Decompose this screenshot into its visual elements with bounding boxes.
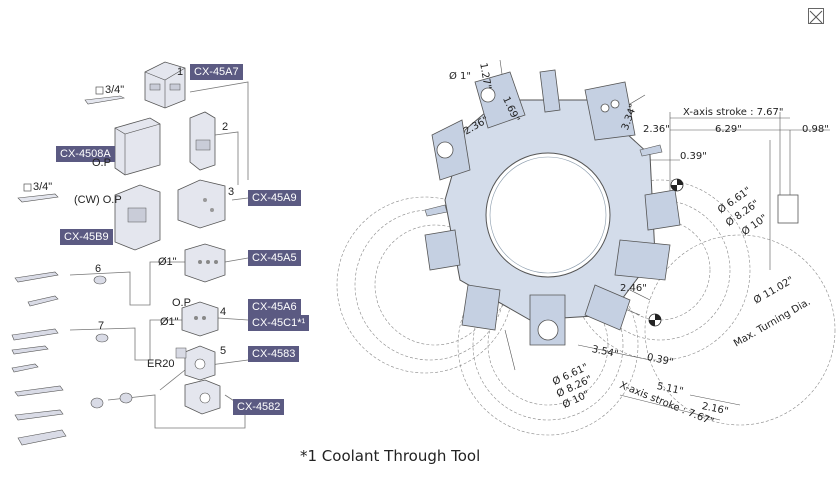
- drill-tools: [11, 271, 133, 446]
- dim-2-46: 2.46": [620, 283, 647, 294]
- part-number-5: 5: [220, 345, 227, 357]
- close-icon[interactable]: [808, 8, 824, 24]
- holder-part-3: [114, 179, 226, 251]
- center-marks: [648, 178, 684, 327]
- dim-0-39-a: 0.39": [680, 151, 707, 162]
- dimension-lines: [469, 59, 830, 421]
- square-tool-bit-top: [84, 86, 125, 105]
- op-label-1: O.P: [92, 157, 111, 169]
- dim-dia-1: Ø 1": [449, 71, 472, 82]
- left-tool-stub: [424, 204, 448, 217]
- cw-op-label: (CW) O.P: [74, 194, 122, 206]
- holder-part-1: [144, 61, 186, 109]
- square-tool-bit-mid: [17, 183, 59, 203]
- left-connector-lines: [69, 81, 249, 429]
- holder-part-4: [181, 243, 226, 337]
- right-tool-stub: [639, 144, 663, 157]
- code-cx45a6: CX-45A6: [248, 299, 301, 315]
- code-cx45a7: CX-45A7: [190, 64, 243, 80]
- dim-6-29: 6.29": [715, 124, 742, 135]
- dia-label-b: Ø1": [160, 316, 179, 328]
- holder-part-5: [175, 345, 221, 415]
- dia-label-a: Ø1": [158, 256, 177, 268]
- turret-body: [444, 99, 656, 321]
- part-number-2: 2: [222, 121, 229, 133]
- dim-0-98: 0.98": [802, 124, 829, 135]
- code-cx45c1: CX-45C1*¹: [248, 315, 310, 331]
- code-cx45a5: CX-45A5: [248, 250, 301, 266]
- code-cx45a9: CX-45A9: [248, 190, 301, 206]
- part-number-6: 6: [95, 263, 102, 275]
- op-label-2: O.P: [172, 297, 191, 309]
- size-label-top: 3/4": [105, 84, 125, 96]
- part-number-3: 3: [228, 186, 235, 198]
- part-number-7: 7: [98, 320, 105, 332]
- size-label-mid: 3/4": [33, 181, 53, 193]
- code-cx4508a: CX-4508A: [56, 146, 115, 162]
- part-number-1: 1: [177, 66, 184, 78]
- close-icon-glyph: [809, 10, 823, 24]
- er20-label: ER20: [147, 358, 175, 370]
- holder-part-2: [114, 111, 216, 176]
- footnote: *1 Coolant Through Tool: [300, 447, 481, 465]
- code-cx4583: CX-4583: [248, 346, 300, 362]
- part-number-4: 4: [220, 306, 227, 318]
- dim-x-stroke-top: X-axis stroke : 7.67": [683, 107, 784, 118]
- dim-2-36-b: 2.36": [643, 124, 670, 135]
- turret-tool-blocks: [424, 69, 799, 346]
- code-cx4582: CX-4582: [233, 399, 285, 415]
- code-cx45b9: CX-45B9: [60, 229, 113, 245]
